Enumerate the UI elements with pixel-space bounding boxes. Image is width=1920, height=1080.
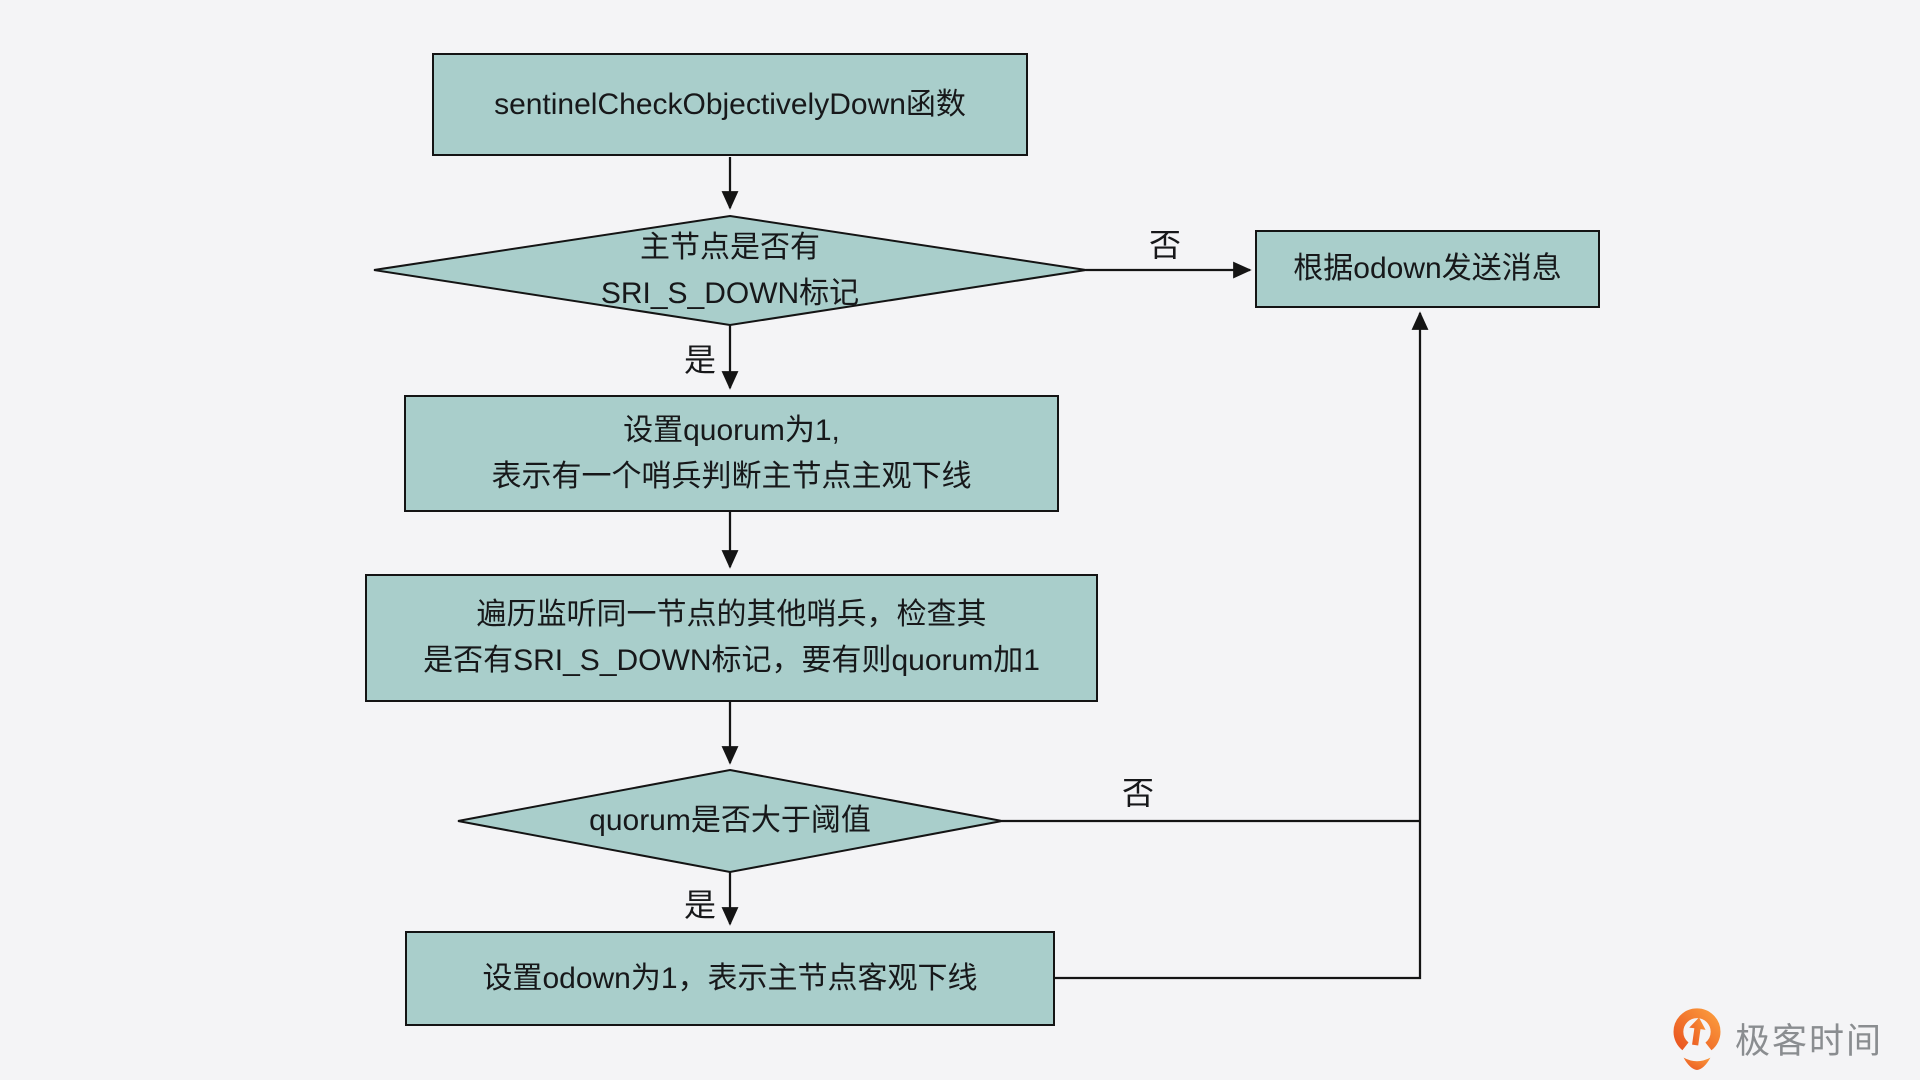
geektime-logo: 极客时间 — [1672, 1006, 1883, 1070]
node-check-sentinels: 遍历监听同一节点的其他哨兵，检查其 是否有SRI_S_DOWN标记，要有则quo… — [365, 574, 1098, 702]
geektime-logo-icon — [1673, 1008, 1721, 1070]
decision-sri-s-down: 主节点是否有 SRI_S_DOWN标记 — [480, 222, 980, 320]
node-start: sentinelCheckObjectivelyDown函数 — [432, 53, 1028, 156]
decision-sri-s-down-label: 主节点是否有 SRI_S_DOWN标记 — [600, 231, 860, 310]
edge-label-decision2-yes: 是 — [683, 887, 716, 923]
edge-label-decision1-no: 否 — [1148, 227, 1181, 263]
edge-label-decision1-yes: 是 — [683, 342, 716, 378]
edge-set-odown-to-send-message — [1055, 311, 1429, 980]
node-send-message-label: 根据odown发送消息 — [1293, 252, 1562, 285]
node-check-sentinels-label: 遍历监听同一节点的其他哨兵，检查其 是否有SRI_S_DOWN标记，要有则quo… — [423, 598, 1040, 677]
node-start-label: sentinelCheckObjectivelyDown函数 — [494, 87, 966, 121]
node-set-quorum: 设置quorum为1, 表示有一个哨兵判断主节点主观下线 — [404, 395, 1059, 512]
decision-quorum: quorum是否大于阈值 — [505, 790, 955, 852]
node-set-quorum-label: 设置quorum为1, 表示有一个哨兵判断主节点主观下线 — [491, 413, 972, 493]
edge-label-decision2-no: 否 — [1121, 775, 1154, 811]
decision-quorum-label: quorum是否大于阈值 — [589, 804, 871, 837]
geektime-logo-text: 极客时间 — [1735, 1021, 1884, 1061]
node-set-odown-label: 设置odown为1，表示主节点客观下线 — [482, 961, 978, 995]
node-send-message: 根据odown发送消息 — [1255, 230, 1600, 308]
node-set-odown: 设置odown为1，表示主节点客观下线 — [405, 931, 1055, 1026]
